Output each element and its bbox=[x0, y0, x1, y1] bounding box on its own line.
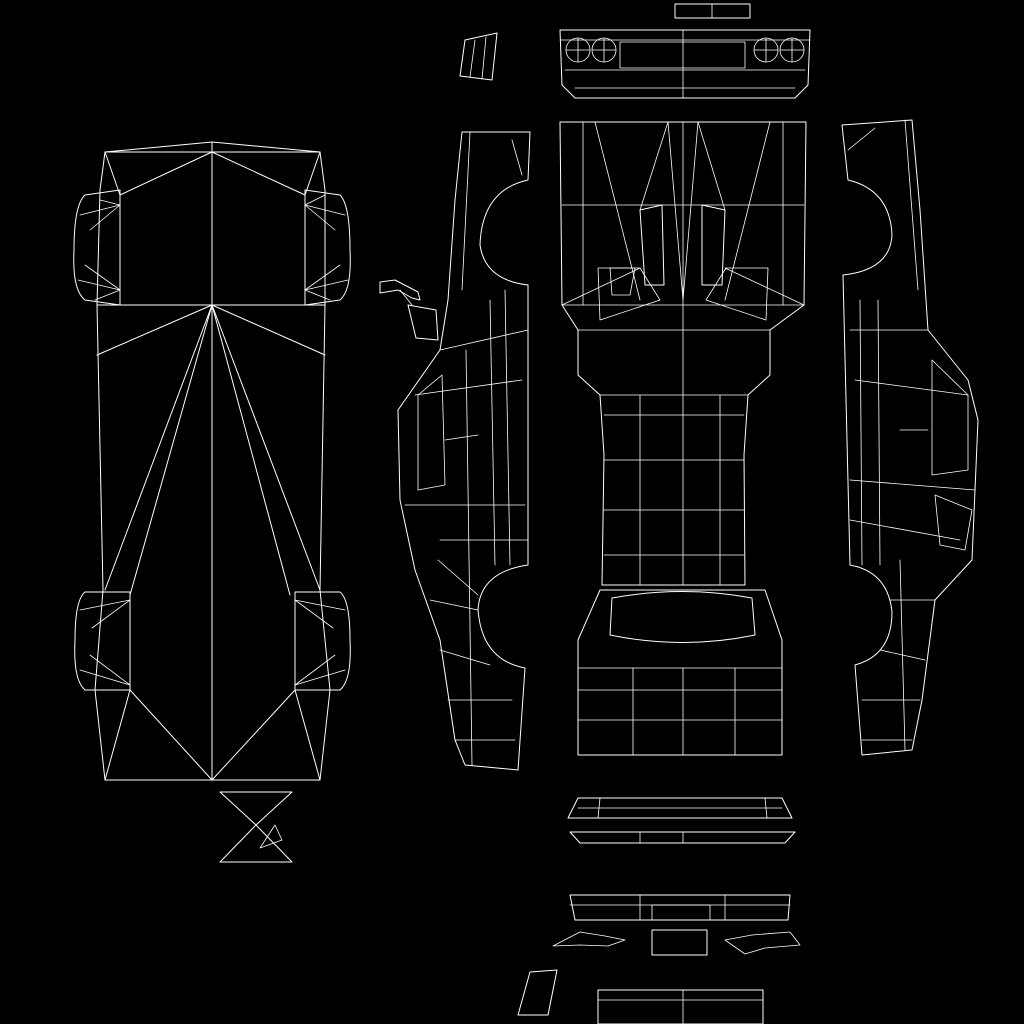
rear-fascia-island bbox=[552, 894, 801, 956]
underbody-wheel-wells bbox=[73, 189, 351, 691]
side-right-island bbox=[841, 119, 979, 756]
mirror-part bbox=[379, 279, 439, 341]
rear-bumper-strips-island bbox=[567, 797, 796, 844]
front-fascia-island bbox=[559, 3, 811, 99]
side-left-island bbox=[397, 131, 531, 771]
small-wedge-part bbox=[219, 791, 293, 863]
small-parts-island bbox=[517, 969, 764, 1024]
underbody-island bbox=[94, 141, 331, 781]
small-panel-part bbox=[459, 32, 498, 81]
top-body-island bbox=[559, 121, 807, 756]
